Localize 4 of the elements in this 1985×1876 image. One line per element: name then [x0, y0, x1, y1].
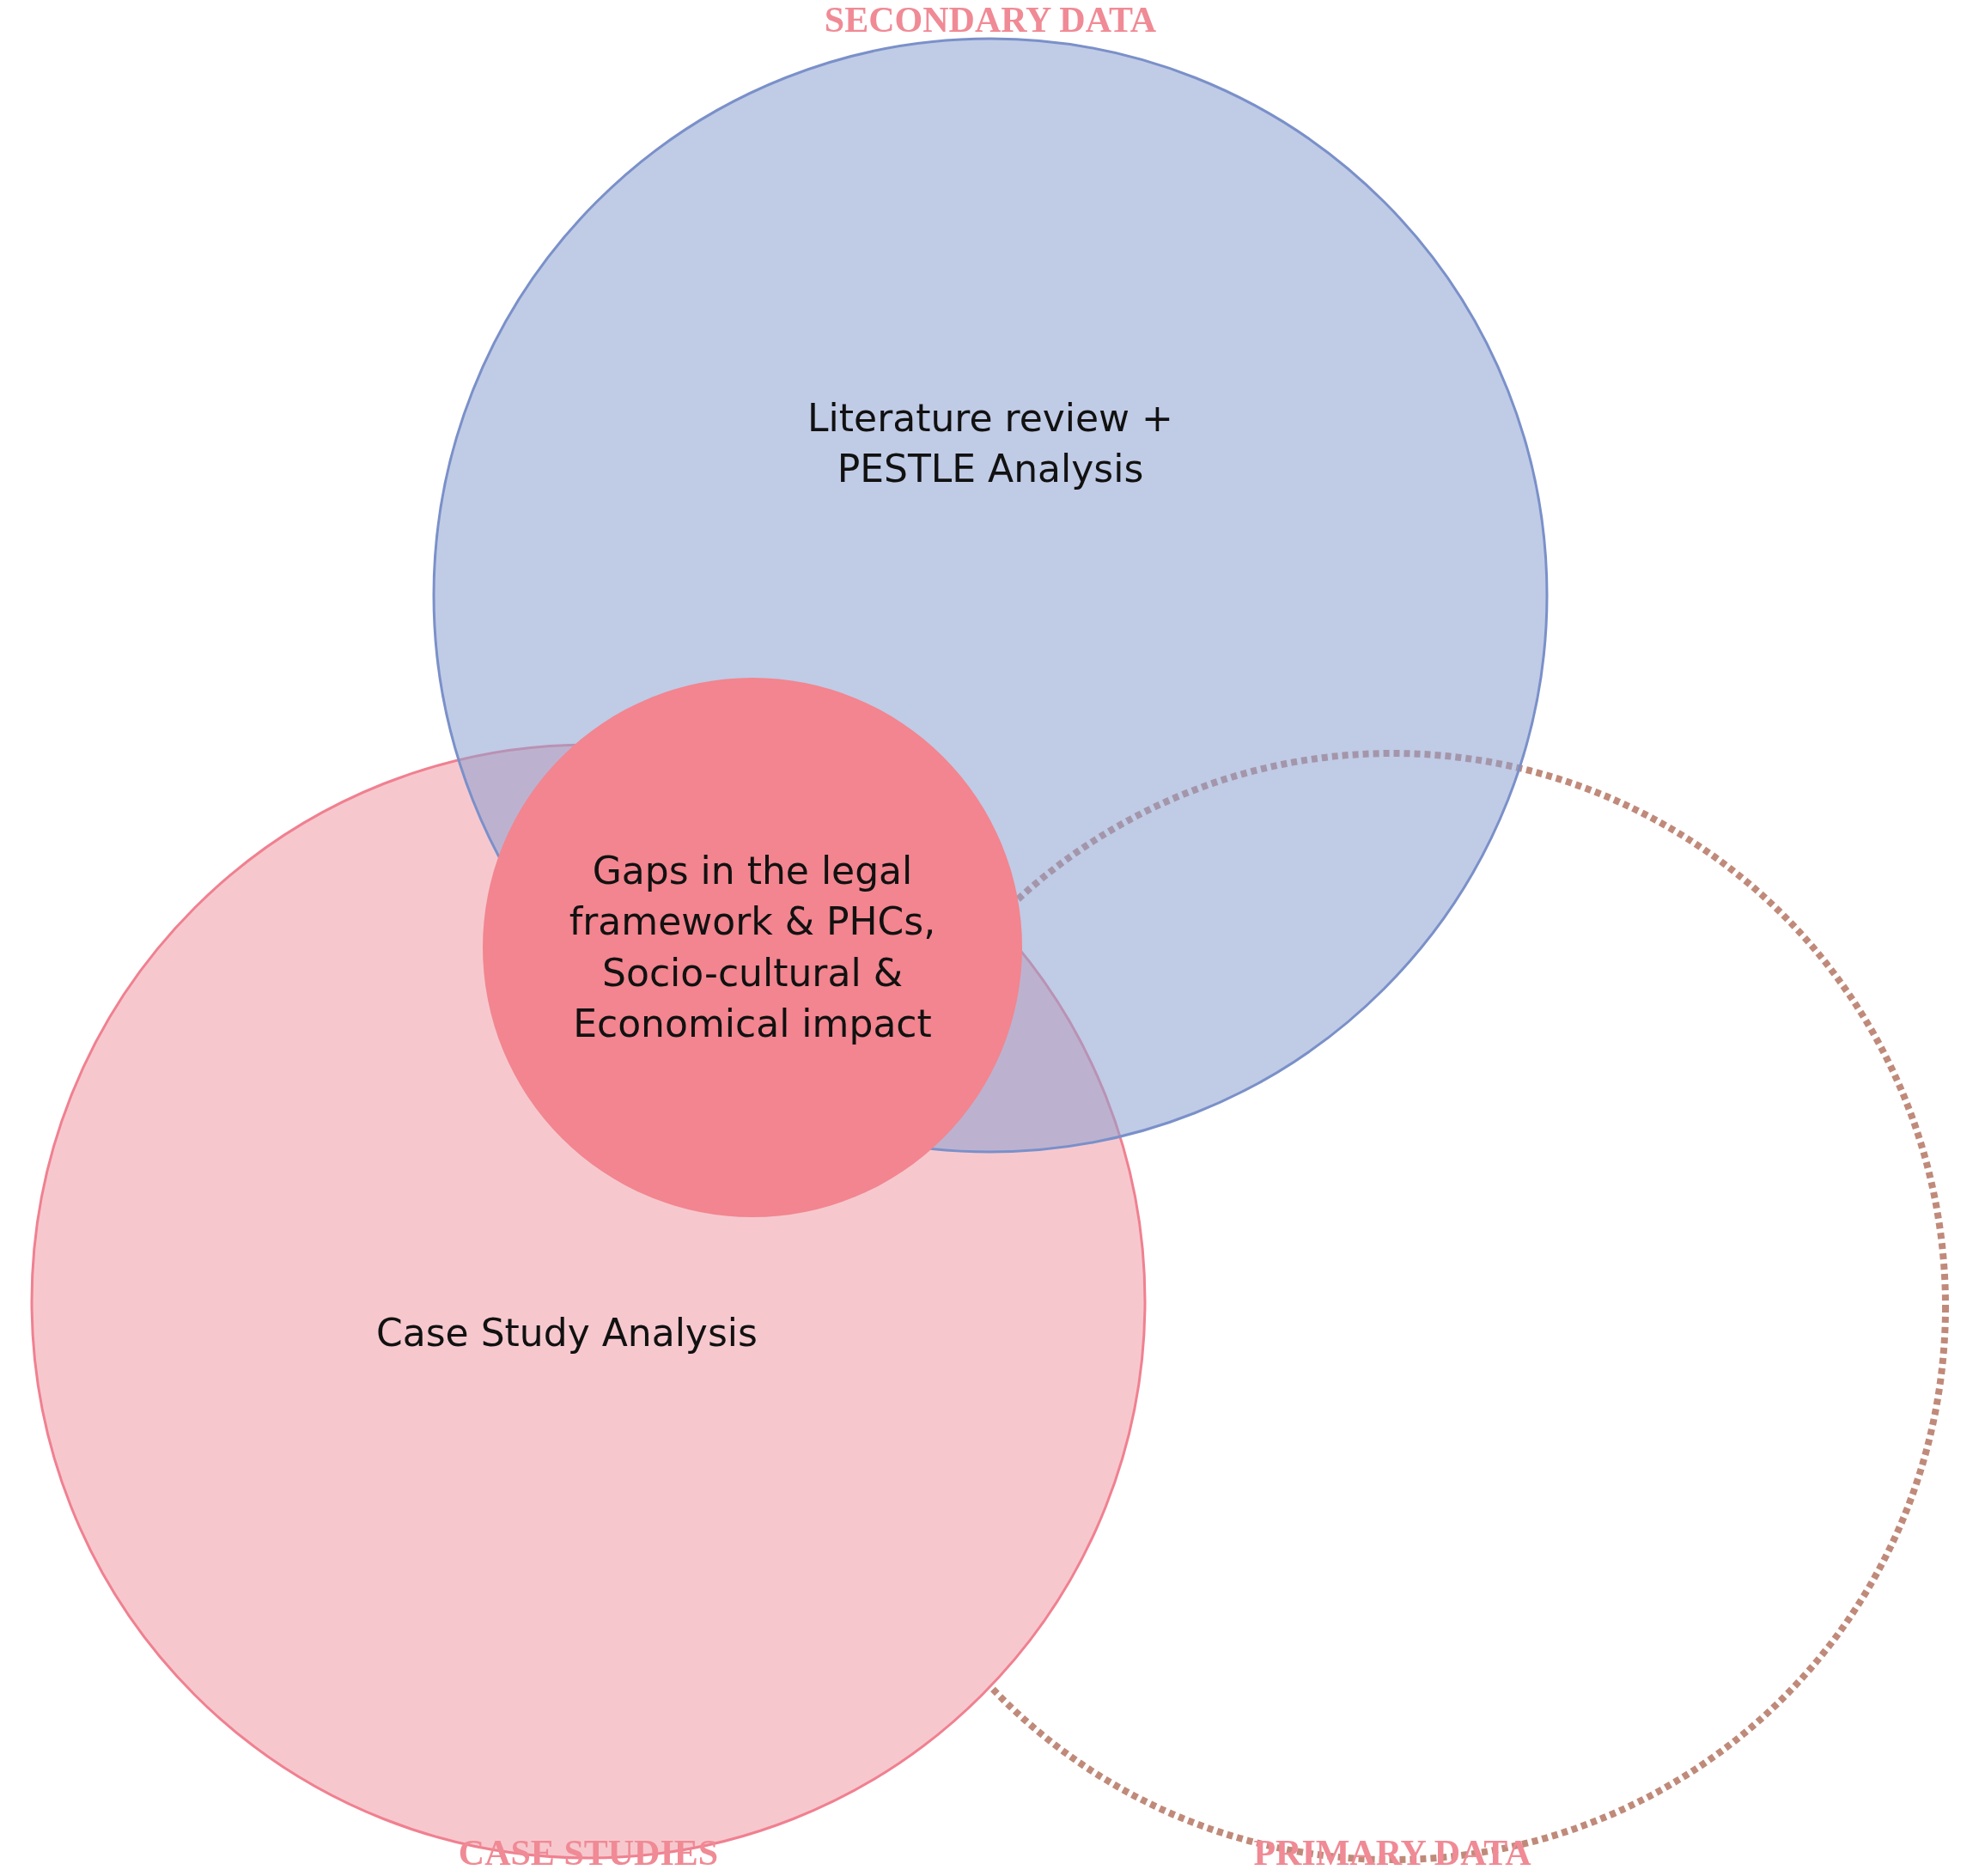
circle-label: Gaps in the legal framework & PHCs, Socio-cultural & Economical impact — [568, 848, 937, 1048]
circle-heading: SECONDARY DATA — [824, 0, 1157, 40]
circle-label: Literature review + PESTLE Analysis — [807, 394, 1174, 492]
circle-label: Case Study Analysis — [375, 1310, 758, 1357]
